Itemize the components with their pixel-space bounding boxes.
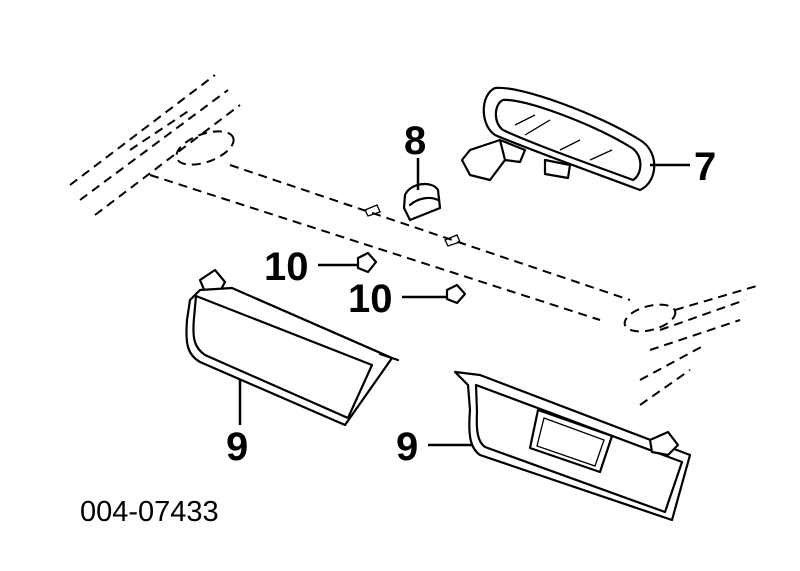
mirror-bracket — [402, 182, 442, 222]
visor-clip-lower — [445, 283, 467, 305]
callout-9-right: 9 — [396, 425, 418, 469]
visor-clip-upper — [356, 251, 378, 274]
mirror-button — [543, 158, 572, 180]
roof-hole-1 — [364, 204, 381, 217]
mirror-mount-base — [460, 138, 507, 182]
callout-8: 8 — [404, 119, 426, 163]
sun-visor-right — [453, 370, 692, 522]
rearview-mirror — [460, 86, 656, 192]
callout-10-lower: 10 — [348, 277, 393, 321]
roof-headliner-outline — [69, 74, 761, 406]
sun-visor-left — [185, 268, 400, 427]
callout-10-upper: 10 — [264, 245, 309, 289]
vanity-mirror — [528, 408, 614, 474]
diagram-part-number: 004-07433 — [80, 496, 219, 528]
visor-right-pivot — [648, 430, 680, 457]
callout-7: 7 — [694, 145, 716, 189]
callout-9-left: 9 — [226, 425, 248, 469]
roof-hole-2 — [444, 234, 461, 247]
